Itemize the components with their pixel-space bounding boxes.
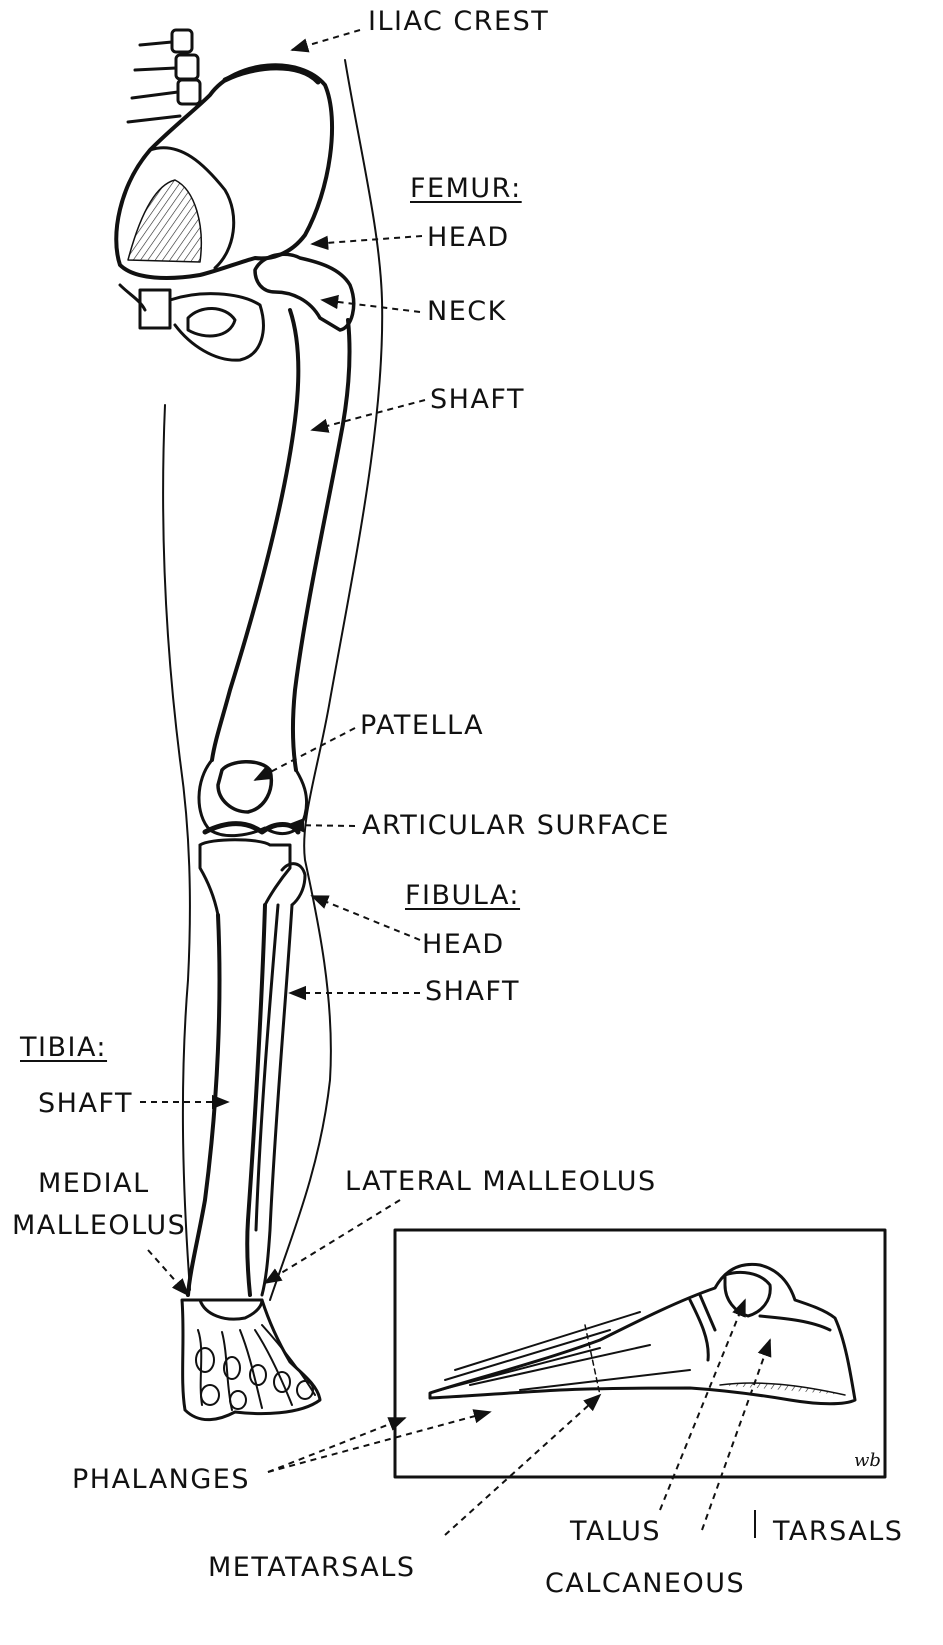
label-fibula-shaft: SHAFT bbox=[425, 978, 520, 1005]
label-iliac-crest: ILIAC CREST bbox=[368, 8, 549, 35]
label-tibia: TIBIA: bbox=[20, 1034, 107, 1061]
leg-outline-left bbox=[163, 405, 190, 1290]
leader-iliac-crest bbox=[292, 30, 360, 50]
leader-calcaneous bbox=[702, 1340, 770, 1530]
label-femur-shaft: SHAFT bbox=[430, 386, 525, 413]
vertebrae bbox=[128, 30, 200, 122]
label-medial-malleolus-line1: MEDIAL bbox=[38, 1170, 150, 1197]
leader-medial-malleolus bbox=[148, 1250, 188, 1295]
foot-inset-frame bbox=[395, 1230, 885, 1477]
leader-phalanges-2 bbox=[268, 1412, 490, 1472]
tibia-head bbox=[200, 840, 290, 915]
label-fibula-head: HEAD bbox=[422, 931, 505, 958]
leader-metatarsals bbox=[445, 1395, 600, 1535]
artist-signature: wb bbox=[854, 1450, 881, 1471]
label-talus: TALUS bbox=[570, 1518, 661, 1545]
label-tarsals: TARSALS bbox=[773, 1518, 903, 1545]
label-patella: PATELLA bbox=[360, 712, 484, 739]
leader-femur-head bbox=[312, 236, 422, 244]
label-femur-head: HEAD bbox=[427, 224, 510, 251]
patella bbox=[218, 762, 271, 812]
label-lateral-malleolus: LATERAL MALLEOLUS bbox=[345, 1168, 657, 1195]
label-medial-malleolus-line2: MALLEOLUS bbox=[12, 1212, 186, 1239]
leader-fibula-head bbox=[312, 896, 420, 940]
label-tibia-shaft: SHAFT bbox=[38, 1090, 133, 1117]
fibula-head bbox=[282, 864, 305, 905]
leader-articular-surface bbox=[288, 825, 355, 826]
leader-femur-neck bbox=[322, 300, 420, 312]
leader-lateral-malleolus bbox=[265, 1200, 400, 1283]
label-fibula: FIBULA: bbox=[405, 882, 520, 909]
label-articular-surface: ARTICULAR SURFACE bbox=[362, 812, 670, 839]
tibia-shaft bbox=[188, 905, 265, 1295]
foot-side-view bbox=[430, 1264, 855, 1403]
femur-head bbox=[255, 254, 354, 330]
label-femur: FEMUR: bbox=[410, 175, 522, 202]
label-calcaneous: CALCANEOUS bbox=[545, 1570, 745, 1597]
label-metatarsals: METATARSALS bbox=[208, 1554, 416, 1581]
articular-surface bbox=[205, 824, 298, 832]
leader-femur-shaft bbox=[312, 400, 425, 430]
label-femur-neck: NECK bbox=[427, 298, 507, 325]
label-phalanges: PHALANGES bbox=[72, 1466, 250, 1493]
leg-outline-right bbox=[270, 60, 382, 1300]
leader-phalanges-1 bbox=[268, 1418, 405, 1472]
